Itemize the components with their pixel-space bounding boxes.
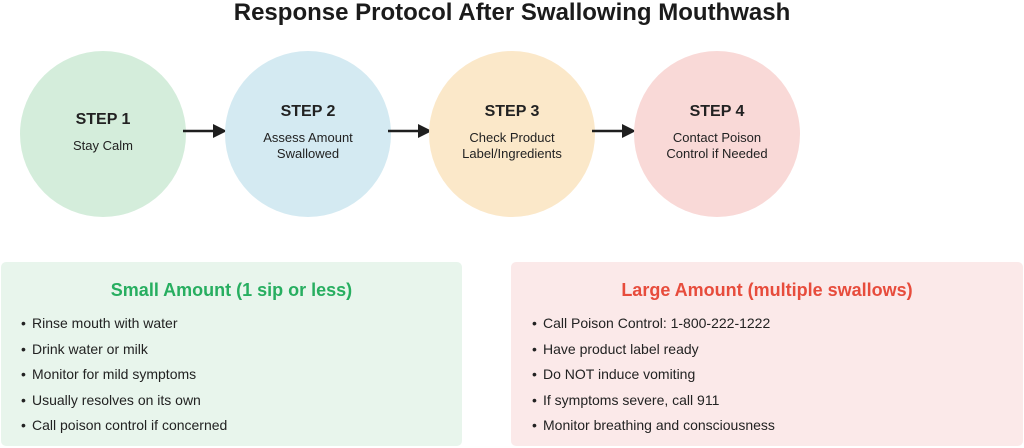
list-item: •Do NOT induce vomiting [532, 362, 775, 388]
bullet-icon: • [532, 391, 537, 408]
list-item: •Monitor for mild symptoms [21, 362, 227, 388]
step-1-number: STEP 1 [75, 110, 131, 128]
bullet-icon: • [21, 366, 26, 382]
list-item: •If symptoms severe, call 911 [532, 388, 775, 414]
list-item: •Monitor breathing and consciousness [532, 413, 775, 439]
arrow-head [418, 124, 432, 138]
bullet-icon: • [21, 340, 26, 357]
bullet-icon: • [21, 417, 26, 433]
bullet-icon: • [532, 340, 537, 357]
list-item: •Drink water or milk [21, 337, 227, 363]
step-3-number: STEP 3 [484, 102, 540, 120]
arrow-step-2-to-3 [388, 124, 432, 138]
list-item: •Call Poison Control: 1-800-222-1222 [532, 311, 775, 337]
bullet-icon: • [532, 417, 537, 433]
list-item: •Call poison control if concerned [21, 413, 227, 439]
small-amount-heading: Small Amount (1 sip or less) [110, 280, 353, 300]
large-amount-list: •Call Poison Control: 1-800-222-1222 •Ha… [532, 311, 775, 439]
step-2-number: STEP 2 [280, 102, 336, 120]
bullet-icon: • [21, 391, 26, 408]
diagram-title: Response Protocol After Swallowing Mouth… [233, 0, 791, 26]
step-1-circle: STEP 1 Stay Calm [20, 51, 186, 217]
step-1-description: Stay Calm [73, 137, 133, 153]
arrow-head [213, 124, 227, 138]
large-amount-heading: Large Amount (multiple swallows) [621, 280, 913, 300]
bullet-icon: • [21, 315, 26, 331]
arrow-head [622, 124, 636, 138]
step-2-circle: STEP 2 Assess Amount Swallowed [225, 51, 391, 217]
step-2-description: Assess Amount Swallowed [263, 129, 353, 161]
small-amount-list: •Rinse mouth with water •Drink water or … [21, 311, 227, 439]
bullet-icon: • [532, 366, 537, 382]
step-4-circle: STEP 4 Contact Poison Control if Needed [634, 51, 800, 217]
list-item: •Have product label ready [532, 337, 775, 363]
arrow-step-1-to-2 [183, 124, 227, 138]
large-amount-card: Large Amount (multiple swallows) •Call P… [511, 262, 1023, 446]
list-item: •Rinse mouth with water [21, 311, 227, 337]
list-item: •Usually resolves on its own [21, 388, 227, 414]
step-4-number: STEP 4 [689, 102, 745, 120]
step-4-description: Contact Poison Control if Needed [666, 129, 768, 161]
step-3-description: Check Product Label/Ingredients [462, 129, 562, 161]
step-3-circle: STEP 3 Check Product Label/Ingredients [429, 51, 595, 217]
arrow-step-3-to-4 [592, 124, 636, 138]
bullet-icon: • [532, 315, 537, 331]
small-amount-card: Small Amount (1 sip or less) •Rinse mout… [1, 262, 462, 446]
